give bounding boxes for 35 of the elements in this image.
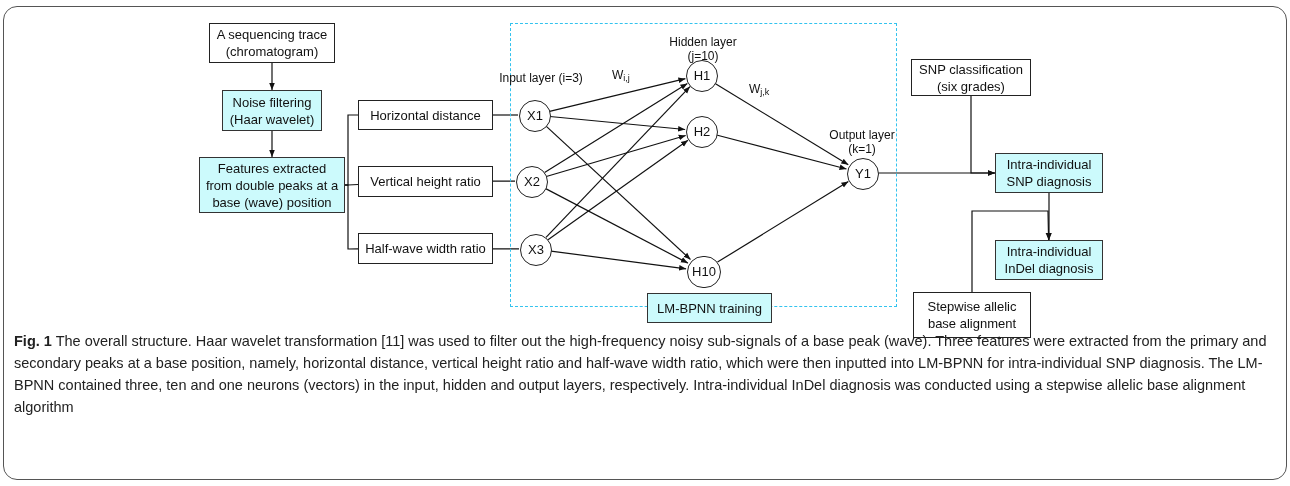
weight-label: W$_{i,j}$ [612, 68, 630, 82]
arrow [971, 210, 1052, 293]
weight-label: W$_{j,k}$ [749, 82, 770, 96]
highlighted-process-box: Noise filtering (Haar wavelet) [222, 90, 322, 131]
arrow [970, 95, 996, 176]
layer-label: Output layer (k=1) [828, 128, 896, 156]
highlighted-process-box: Intra-individual InDel diagnosis [995, 240, 1103, 280]
arrow [1046, 192, 1052, 241]
arrow [550, 250, 687, 271]
process-box: Horizontal distance [358, 100, 493, 130]
highlighted-process-box: Features extracted from double peaks at a base (wave) position [199, 157, 345, 213]
connector-line [344, 114, 359, 186]
connector-line [492, 248, 520, 250]
layer-label: Input layer (i=3) [498, 71, 584, 85]
arrow [716, 180, 849, 263]
process-box: Half-wave width ratio [358, 233, 493, 264]
arrow [544, 82, 688, 174]
arrow [549, 77, 686, 112]
arrow [545, 86, 691, 238]
arrow [549, 115, 686, 132]
highlighted-process-box: LM-BPNN training [647, 293, 772, 323]
arrow [714, 82, 849, 166]
arrow [269, 62, 275, 91]
process-box: Vertical height ratio [358, 166, 493, 197]
layer-label: Hidden layer (j=10) [668, 35, 738, 63]
arrow [544, 187, 689, 264]
highlighted-process-box: Intra-individual SNP diagnosis [995, 153, 1103, 193]
arrow [269, 130, 275, 158]
arrow [547, 139, 689, 241]
connector-line [344, 184, 359, 250]
arrow [545, 125, 692, 261]
process-box: SNP classification (six grades) [911, 59, 1031, 96]
connector-line [492, 114, 519, 116]
process-box: A sequencing trace (chromatogram) [209, 23, 335, 63]
connector-line [492, 180, 516, 182]
